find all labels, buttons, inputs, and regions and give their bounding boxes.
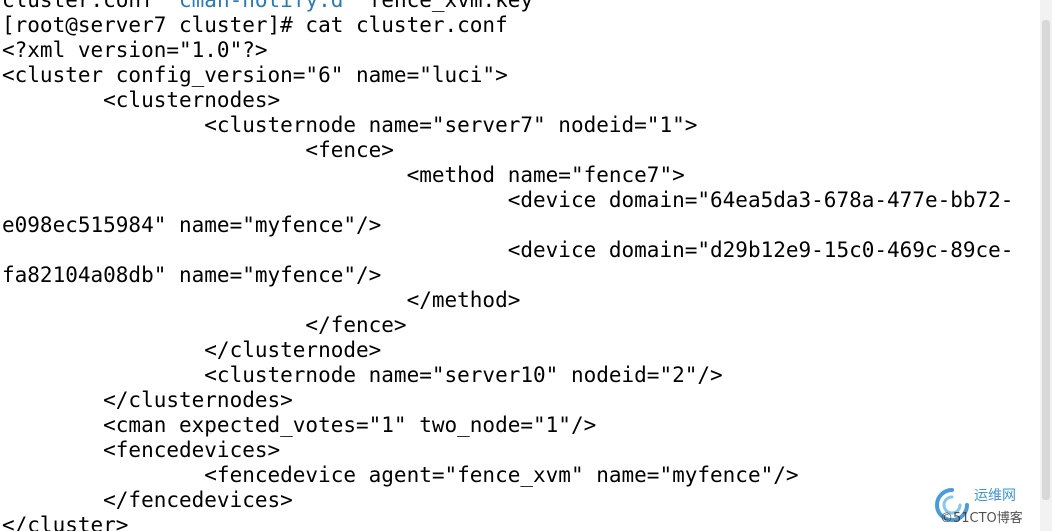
terminal-line: <device domain="64ea5da3-678a-477e-bb72- xyxy=(2,188,1014,212)
terminal-line: <method name="fence7"> xyxy=(2,163,685,187)
terminal-line: <cman expected_votes="1" two_node="1"/> xyxy=(2,413,597,437)
terminal-line: <clusternodes> xyxy=(2,88,281,112)
terminal-line: <device domain="d29b12e9-15c0-469c-89ce- xyxy=(2,238,1014,262)
watermark-logo-icon xyxy=(935,488,969,522)
terminal-line: <fencedevice agent="fence_xvm" name="myf… xyxy=(2,463,799,487)
terminal-line: <fencedevices> xyxy=(2,438,281,462)
terminal-line: </fence> xyxy=(2,313,407,337)
terminal-line: fa82104a08db" name="myfence"/> xyxy=(2,263,382,287)
terminal-line: </fencedevices> xyxy=(2,488,293,512)
terminal-line-command: [root@server7 cluster]# cat cluster.conf xyxy=(2,13,508,37)
terminal-line: </clusternodes> xyxy=(2,388,293,412)
watermark-top-text: 运维网 xyxy=(974,488,1016,504)
terminal-line: e098ec515984" name="myfence"/> xyxy=(2,213,382,237)
terminal-line: <clusternode name="server7" nodeid="1"> xyxy=(2,113,698,137)
watermark-bottom-text: ©51CTO博客 xyxy=(940,511,1023,526)
terminal-line: </method> xyxy=(2,288,521,312)
terminal-line: <fence> xyxy=(2,138,394,162)
terminal-line: <clusternode name="server10" nodeid="2"/… xyxy=(2,363,723,387)
terminal-line-partial: cluster.conf cman-notify.d fence_xvm.key xyxy=(2,0,534,12)
terminal-line: </cluster> xyxy=(2,513,129,531)
watermark: 运维网 ©51CTO博客 xyxy=(934,483,1044,527)
terminal-line: <cluster config_version="6" name="luci"> xyxy=(2,63,508,87)
terminal-line: </clusternode> xyxy=(2,338,382,362)
terminal-line: <?xml version="1.0"?> xyxy=(2,38,268,62)
vertical-scrollbar[interactable] xyxy=(1040,0,1052,531)
scrollbar-thumb[interactable] xyxy=(1042,20,1050,500)
